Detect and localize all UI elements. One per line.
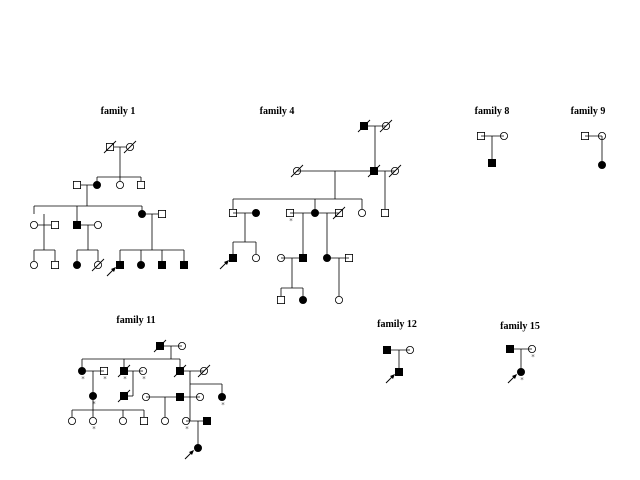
family-12-title: family 12	[377, 319, 417, 330]
affected-female-symbol	[517, 367, 526, 376]
female-symbol	[357, 208, 366, 217]
male-symbol	[51, 220, 60, 229]
examined-asterisk: *	[103, 375, 107, 383]
affected-female-symbol	[93, 180, 102, 189]
female-symbol	[251, 253, 260, 262]
affected-male-symbol	[394, 367, 403, 376]
female-symbol	[119, 416, 128, 425]
family-15-title: family 15	[500, 321, 540, 332]
examined-asterisk: *	[185, 425, 189, 433]
female-symbol	[94, 220, 103, 229]
proband-arrow-head	[224, 260, 229, 265]
family-8-title: family 8	[474, 106, 510, 117]
proband-arrow-head	[390, 374, 395, 379]
family-11-title: family 11	[116, 315, 156, 326]
male-symbol	[51, 260, 60, 269]
affected-male-symbol	[179, 260, 188, 269]
examined-asterisk: *	[520, 376, 524, 384]
affected-male-symbol	[157, 260, 166, 269]
examined-asterisk: *	[92, 425, 96, 433]
examined-asterisk: *	[81, 375, 85, 383]
examined-asterisk: *	[92, 400, 96, 408]
female-symbol	[334, 295, 343, 304]
affected-female-symbol	[217, 392, 226, 401]
female-symbol	[89, 416, 98, 425]
deceased-slash	[123, 140, 137, 154]
affected-male-symbol	[228, 253, 237, 262]
male-symbol	[73, 180, 82, 189]
female-symbol	[116, 180, 125, 189]
female-symbol	[68, 416, 77, 425]
family-4-title: family 4	[259, 106, 295, 117]
examined-asterisk: *	[289, 217, 293, 225]
male-symbol	[380, 208, 389, 217]
affected-female-symbol	[193, 443, 202, 452]
family-1-title: family 1	[100, 106, 136, 117]
affected-male-symbol	[73, 220, 82, 229]
male-symbol	[139, 416, 148, 425]
female-symbol	[160, 416, 169, 425]
female-symbol	[29, 260, 38, 269]
male-symbol	[136, 180, 145, 189]
examined-asterisk: *	[531, 353, 535, 361]
family-9-title: family 9	[570, 106, 606, 117]
examined-asterisk: *	[221, 401, 225, 409]
affected-female-symbol	[136, 260, 145, 269]
affected-female-symbol	[598, 160, 607, 169]
affected-female-symbol	[298, 295, 307, 304]
examined-asterisk: *	[142, 375, 146, 383]
female-symbol	[29, 220, 38, 229]
proband-arrow-head	[512, 374, 517, 379]
affected-male-symbol	[487, 158, 496, 167]
proband-arrow-head	[189, 450, 194, 455]
examined-asterisk: *	[123, 375, 127, 383]
proband-arrow-head	[111, 267, 116, 272]
deceased-slash	[91, 258, 105, 272]
affected-male-symbol	[116, 260, 125, 269]
affected-female-symbol	[73, 260, 82, 269]
male-symbol	[276, 295, 285, 304]
deceased-slash	[103, 140, 117, 154]
male-symbol	[157, 209, 166, 218]
